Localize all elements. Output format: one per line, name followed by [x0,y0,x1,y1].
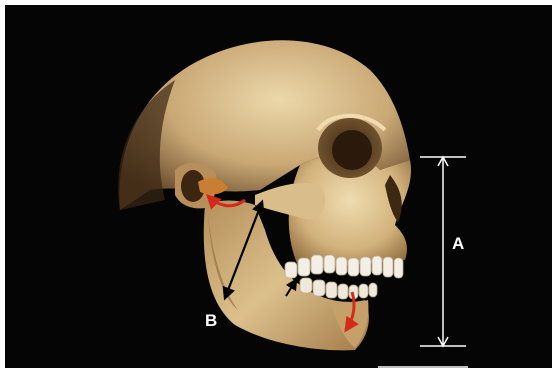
upper-teeth [285,255,403,278]
label-b: B [205,312,217,329]
label-a: A [452,235,464,252]
